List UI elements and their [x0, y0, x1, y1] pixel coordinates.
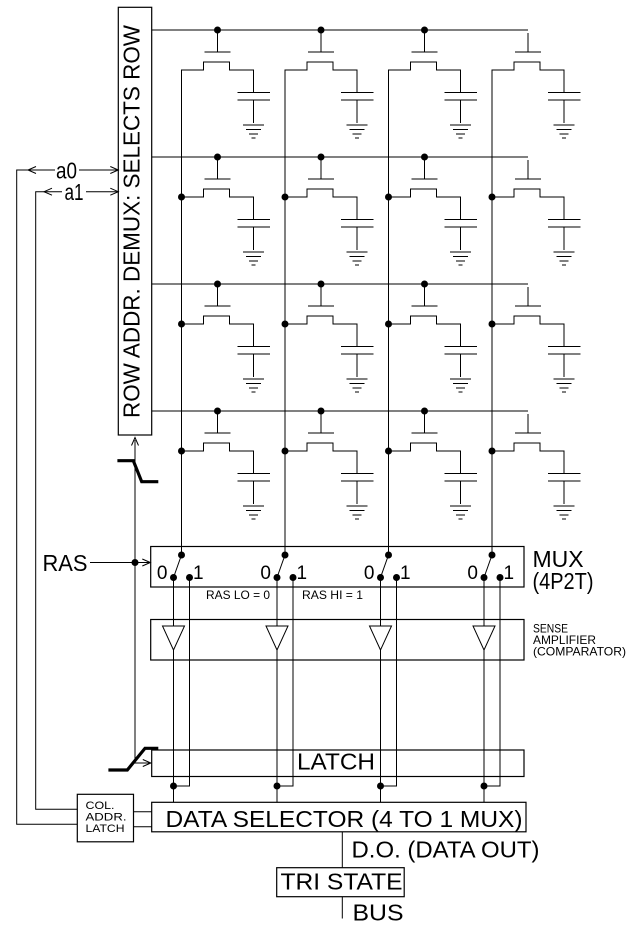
bit-lines [181, 70, 493, 555]
tri-state-label: TRI STATE [281, 869, 403, 895]
amplifier-triangle-icon [161, 625, 186, 652]
amplifier-triangle-icon [368, 625, 393, 652]
sense-amp-label-line1: SENSE [533, 622, 568, 636]
col-addr-latch-line3: LATCH [86, 823, 125, 835]
bit-line-junction-dots [178, 193, 496, 455]
a1-label: a1 [65, 179, 84, 205]
row-addr-demux-label: ROW ADDR. DEMUX: SELECTS ROW [119, 25, 145, 418]
tri-state-box [276, 867, 405, 898]
memory-cell [284, 159, 374, 266]
col-addr-latch-line1: COL. [86, 800, 115, 812]
mux-switch [480, 551, 504, 582]
col-addr-latch-line2: ADDR. [86, 812, 127, 824]
data-out-label: D.O. (DATA OUT) [352, 837, 540, 863]
col-addr-select-wires [133, 811, 152, 828]
switch-1-label: 1 [400, 563, 411, 584]
row-lines [151, 29, 528, 412]
memory-cell [284, 32, 374, 139]
word-line-junction-dots [214, 26, 428, 415]
address-input-wires [16, 166, 120, 825]
arrowheads [26, 166, 120, 196]
rising-edge-symbol [108, 746, 159, 772]
mux-box [150, 545, 525, 588]
ras-wiring [90, 436, 159, 772]
memory-cell [387, 159, 478, 266]
data-selector-label: DATA SELECTOR (4 TO 1 MUX) [166, 806, 523, 832]
switch-1-label: 1 [504, 563, 515, 584]
col-addr-latch-label: COL. ADDR. LATCH [86, 800, 127, 835]
bus-label: BUS [353, 900, 404, 926]
arrowheads [131, 436, 153, 767]
amplifier-triangle-icon [472, 625, 496, 652]
memory-cell [387, 32, 478, 139]
mux-switch [273, 551, 297, 582]
mux-switch [169, 551, 194, 582]
ras-label: RAS [43, 550, 88, 576]
switch-0-label: 0 [467, 563, 478, 584]
a0-label: a0 [56, 158, 77, 184]
switch-0-label: 0 [260, 563, 271, 584]
mux-subtitle: (4P2T) [533, 568, 594, 594]
memory-cell [180, 159, 271, 266]
amplifier-triangle-icon [265, 625, 289, 652]
memory-cell [180, 413, 271, 520]
sense-amp-box [150, 618, 525, 661]
memory-cell-array [180, 32, 581, 520]
ras-high-note: RAS HI = 1 [302, 588, 363, 602]
memory-cell [491, 159, 581, 266]
row-addr-demux-box [117, 6, 153, 436]
memory-cell [491, 413, 581, 520]
memory-cell [387, 286, 478, 393]
latch-label: LATCH [297, 749, 375, 775]
memory-cell [180, 286, 271, 393]
falling-edge-symbol [117, 459, 159, 484]
data-selector-box [151, 801, 527, 833]
memory-cell [180, 32, 271, 139]
memory-cell [491, 286, 581, 393]
sense-amp-label-line3: (COMPARATOR) [533, 645, 626, 659]
memory-cell [284, 413, 374, 520]
mux-switches [169, 551, 504, 582]
switch-1-label: 1 [193, 563, 204, 584]
sense-amp-buffers [161, 625, 496, 652]
sense-amp-label: SENSE AMPLIFIER (COMPARATOR) [533, 622, 626, 659]
ras-low-note: RAS LO = 0 [206, 588, 270, 602]
col-addr-latch-box [76, 793, 135, 843]
switch-0-label: 0 [157, 563, 168, 584]
mux-switch-labels: 0 1 0 1 0 1 0 1 [157, 563, 514, 584]
memory-cell [284, 286, 374, 393]
switch-0-label: 0 [364, 563, 375, 584]
switch-1-label: 1 [297, 563, 308, 584]
memory-cell [491, 32, 581, 139]
mux-title: MUX [533, 546, 584, 572]
sense-amp-label-line2: AMPLIFIER [533, 633, 596, 647]
latch-box [151, 749, 525, 778]
mux-switch [376, 551, 401, 582]
memory-cell [387, 413, 478, 520]
